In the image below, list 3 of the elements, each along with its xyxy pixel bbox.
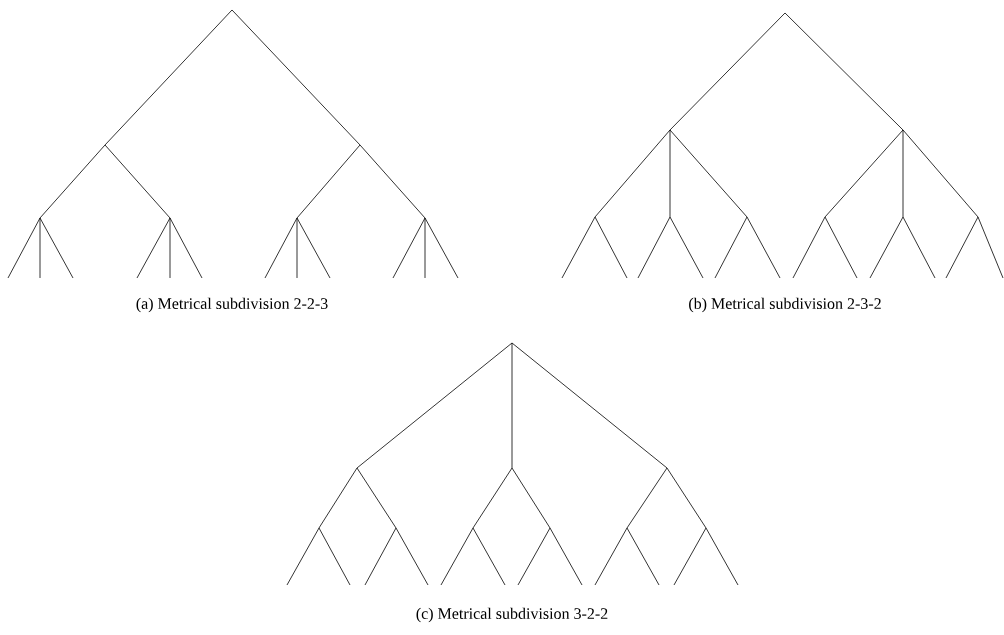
caption: (a) Metrical subdivision 2-2-3 — [136, 297, 328, 313]
caption: (b) Metrical subdivision 2-3-2 — [689, 297, 881, 313]
caption: (c) Metrical subdivision 3-2-2 — [416, 607, 608, 623]
